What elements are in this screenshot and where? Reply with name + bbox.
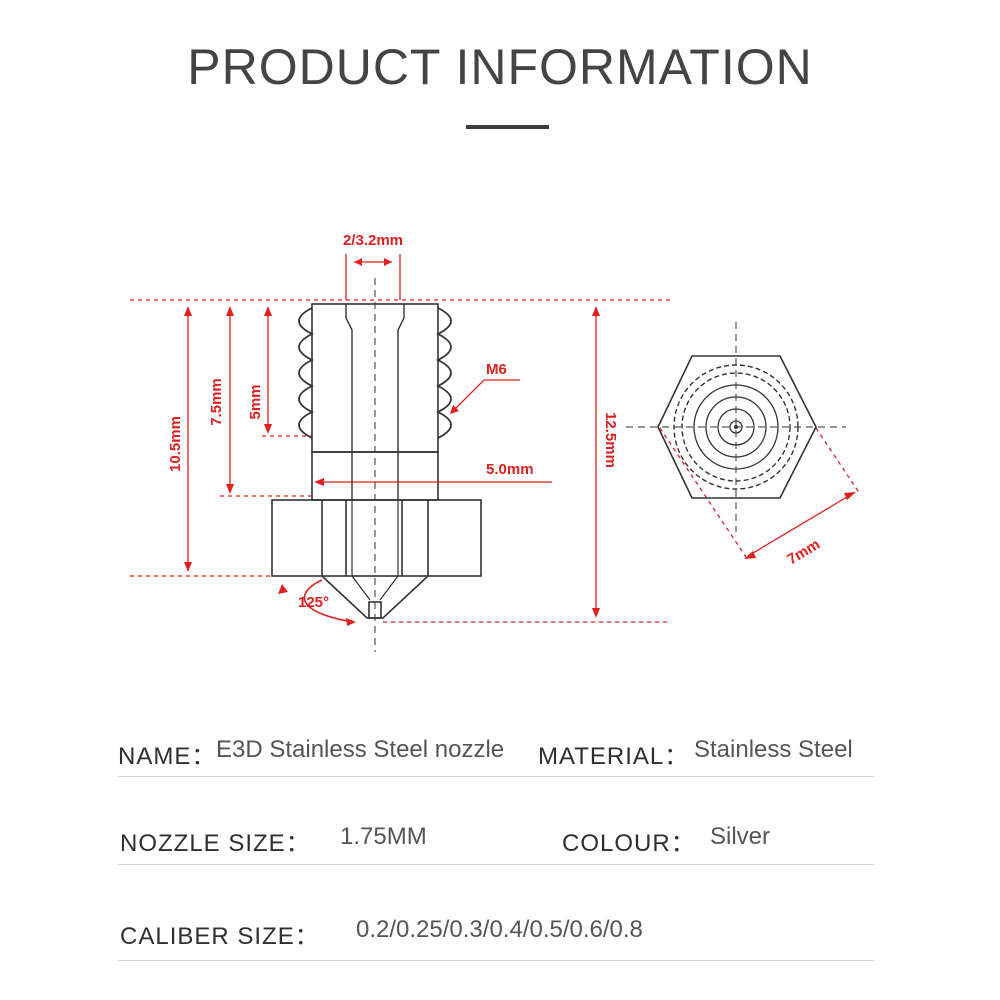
label-hex-flat: 7mm: [784, 536, 823, 569]
name-value: E3D Stainless Steel nozzle: [216, 736, 505, 763]
dimension-labels: 2/3.2mm M6 5.0mm 10.5mm 7.5mm 5mm 12.5mm…: [167, 232, 823, 611]
side-view: [271, 303, 482, 619]
label-neck-length: 7.5mm: [208, 378, 225, 426]
spec-row-nozzle-colour: NOZZLE SIZE： 1.75MM COLOUR： Silver: [118, 823, 874, 863]
label-length-to-hex: 10.5mm: [167, 416, 184, 472]
nozzle-size-label: NOZZLE SIZE：: [120, 830, 310, 857]
internal-bore: [345, 304, 405, 500]
spec-row-caliber: CALIBER SIZE： 0.2/0.25/0.3/0.4/0.5/0.6/0…: [118, 916, 874, 956]
thread-bumps-right: [435, 307, 452, 439]
material-label: MATERIAL：: [538, 743, 689, 770]
divider: [118, 864, 874, 865]
label-hex-across: 5.0mm: [486, 461, 534, 478]
caliber-size-label: CALIBER SIZE：: [120, 923, 319, 950]
divider: [118, 960, 874, 961]
label-thread-length: 5mm: [247, 384, 264, 419]
page-title: PRODUCT INFORMATION: [187, 39, 813, 95]
top-view: [626, 322, 846, 532]
dimension-lines: [130, 254, 861, 626]
spec-row-name-material: NAME： E3D Stainless Steel nozzle MATERIA…: [118, 736, 874, 776]
label-total-length: 12.5mm: [602, 412, 619, 468]
title-underline: [466, 125, 549, 129]
label-tip-angle: 125°: [298, 594, 329, 611]
name-label: NAME：: [118, 743, 216, 770]
divider: [118, 776, 874, 777]
thread-bumps-left: [298, 307, 315, 439]
hex-outline: [657, 355, 817, 499]
material-value: Stainless Steel: [694, 736, 853, 763]
nozzle-size-value: 1.75MM: [340, 823, 427, 850]
label-bore: 2/3.2mm: [343, 232, 403, 249]
caliber-size-value: 0.2/0.25/0.3/0.4/0.5/0.6/0.8: [356, 916, 643, 943]
label-thread: M6: [486, 361, 507, 378]
hex-body: [271, 499, 482, 577]
colour-label: COLOUR：: [562, 830, 695, 857]
colour-value: Silver: [710, 823, 771, 850]
